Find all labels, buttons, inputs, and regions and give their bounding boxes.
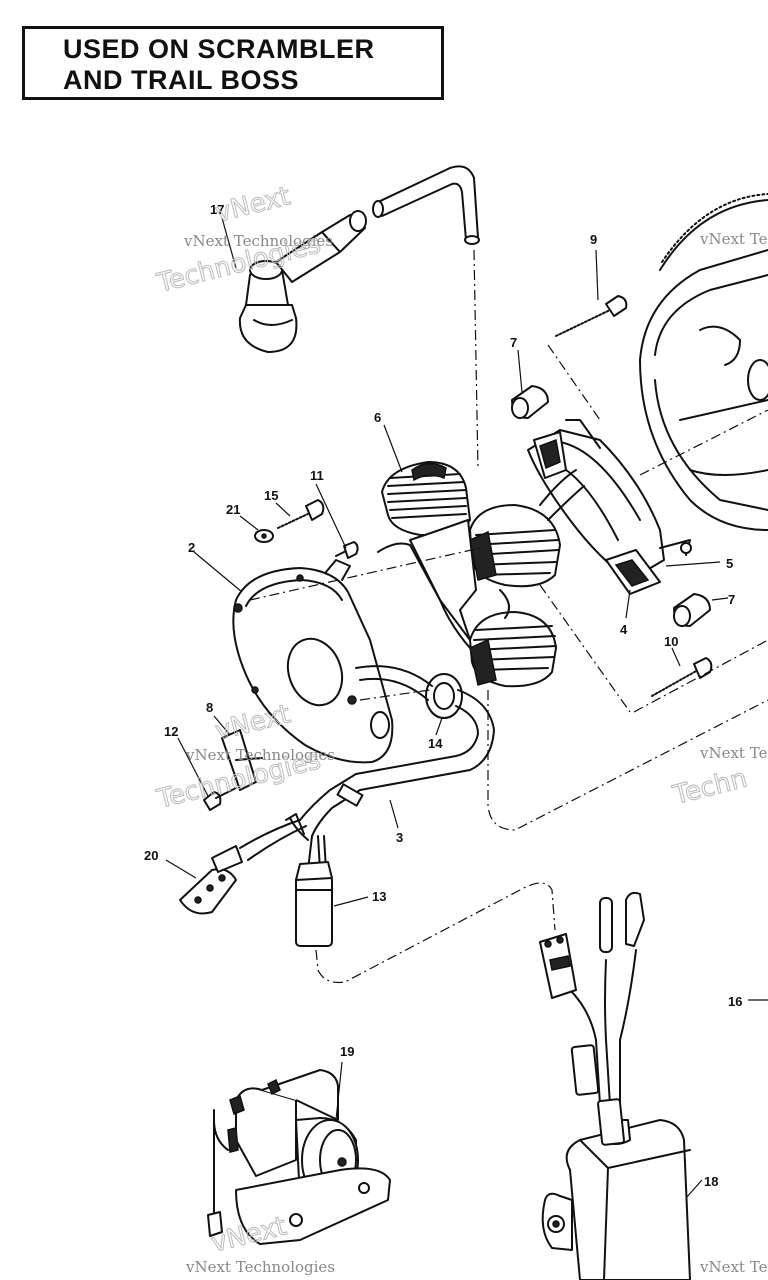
screw-10 [651, 657, 713, 697]
svg-text:vNext: vNext [212, 699, 293, 746]
leader-lines [165, 217, 768, 1199]
callout-3: 3 [396, 830, 403, 845]
callout-18: 18 [704, 1174, 718, 1189]
watermark-right: vNext Te vNext Te Techn vNext Te [669, 230, 768, 1276]
svg-text:vNext Te: vNext Te [699, 744, 768, 762]
watermark-text: vNext Technologies [183, 232, 333, 250]
svg-text:vNext Technologies: vNext Technologies [185, 1258, 335, 1276]
callout-4: 4 [620, 622, 628, 637]
alignment-line-2 [539, 584, 631, 713]
alignment-line-6 [359, 689, 431, 701]
callout-11: 11 [310, 468, 324, 483]
grommet [425, 673, 463, 719]
callout-17: 17 [210, 202, 224, 217]
callout-16: 16 [728, 994, 742, 1009]
stator-coil-middle [469, 504, 561, 588]
callout-12: 12 [164, 724, 178, 739]
svg-text:vNext Technologies: vNext Technologies [185, 746, 335, 764]
wire-clamp [221, 729, 263, 791]
starter-solenoid [207, 1069, 391, 1245]
title-line-2: AND TRAIL BOSS [63, 65, 300, 95]
callout-10: 10 [664, 634, 678, 649]
callout-9: 9 [590, 232, 597, 247]
svg-text:Techn: Techn [669, 764, 750, 811]
screw-9 [555, 295, 628, 337]
routing-line-ht [487, 690, 768, 831]
callout-8: 8 [206, 700, 213, 715]
callout-6: 6 [374, 410, 381, 425]
title-line-1: USED ON SCRAMBLER [63, 34, 375, 64]
stator-coil-bottom [469, 611, 557, 688]
callout-14: 14 [428, 736, 443, 751]
screw-11 [335, 541, 359, 559]
svg-text:vNext Te: vNext Te [699, 230, 768, 248]
alignment-line-1 [547, 344, 601, 421]
title-box: USED ON SCRAMBLER AND TRAIL BOSS [22, 26, 444, 100]
connector-20 [179, 819, 307, 915]
alignment-line-4 [633, 639, 768, 713]
svg-text:vNext Te: vNext Te [699, 1258, 768, 1276]
callout-7-lower: 7 [728, 592, 735, 607]
alignment-line-3 [639, 409, 768, 476]
washer-21 [254, 529, 274, 543]
screw-15 [277, 499, 325, 529]
callout-2: 2 [188, 540, 195, 555]
callout-19: 19 [340, 1044, 354, 1059]
wire-harness [299, 665, 495, 837]
stator-coil-top [381, 461, 471, 536]
callout-5: 5 [726, 556, 733, 571]
cdi-wires [539, 891, 645, 1146]
connector-13 [285, 813, 333, 947]
exciter-coil [527, 419, 692, 595]
callout-15: 15 [264, 488, 278, 503]
stator-core-frame [377, 519, 510, 649]
callout-13: 13 [372, 889, 386, 904]
screw-12 [203, 787, 237, 811]
routing-line-ignition [315, 882, 556, 984]
bushing-lower [673, 593, 711, 627]
callout-7-upper: 7 [510, 335, 517, 350]
flywheel [639, 193, 768, 531]
callout-21: 21 [226, 502, 240, 517]
svg-text:vNext: vNext [212, 181, 293, 228]
callout-numbers: 2 3 4 5 6 7 7 8 9 10 11 12 13 14 15 16 1… [144, 202, 742, 1189]
stator-base-plate [232, 559, 394, 764]
watermark-top-left: vNext vNext Technologies Technologies [153, 181, 333, 300]
cdi-unit [541, 1119, 691, 1280]
high-tension-lead [372, 165, 480, 471]
callout-20: 20 [144, 848, 158, 863]
bushing-upper [511, 385, 549, 419]
spark-plug-cap [238, 210, 367, 353]
